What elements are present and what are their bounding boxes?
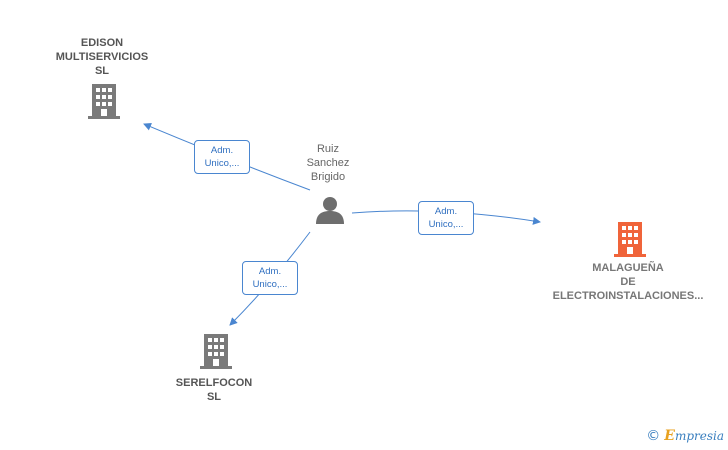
node-label-line: EDISON [80,37,124,49]
node-label-line: DE [620,276,636,288]
person-icon[interactable] [315,196,345,224]
node-label-line: MALAGUEÑA [592,262,664,274]
edge-label-line: Unico,... [252,279,288,290]
node-label-serelfocon[interactable]: SERELFOCON SL [164,376,264,404]
edge-label-line: Adm. [434,206,458,217]
edge-label-serelfocon[interactable]: Adm. Unico,... [242,261,298,295]
building-icon[interactable] [200,334,232,370]
copyright-icon: © [646,428,661,444]
node-label-line: MULTISERVICIOS [55,51,149,63]
node-label-edison[interactable]: EDISON MULTISERVICIOS SL [42,36,162,78]
node-label-line: Brigido [310,171,346,183]
node-label-line: Sanchez [306,157,350,169]
node-label-line: Ruiz [316,143,339,155]
empresia-watermark: ©Empresia [646,428,724,444]
edge-label-line: Unico,... [428,219,464,230]
node-label-line: SL [206,391,222,403]
edge-label-line: Unico,... [204,158,240,169]
brand-name: mpresia [674,429,724,443]
node-label-person[interactable]: Ruiz Sanchez Brigido [288,142,368,184]
edge-label-edison[interactable]: Adm. Unico,... [194,140,250,174]
edge-label-line: Adm. [258,266,282,277]
node-label-line: ELECTROINSTALACIONES... [552,290,704,302]
edge-label-line: Adm. [210,145,234,156]
node-label-line: SERELFOCON [175,377,253,389]
edge-label-malaguena[interactable]: Adm. Unico,... [418,201,474,235]
node-label-malaguena[interactable]: MALAGUEÑA DE ELECTROINSTALACIONES... [530,261,726,303]
brand-initial: E [664,428,675,444]
building-icon[interactable] [88,84,120,120]
node-label-line: SL [94,65,110,77]
building-icon-highlighted[interactable] [614,222,646,258]
